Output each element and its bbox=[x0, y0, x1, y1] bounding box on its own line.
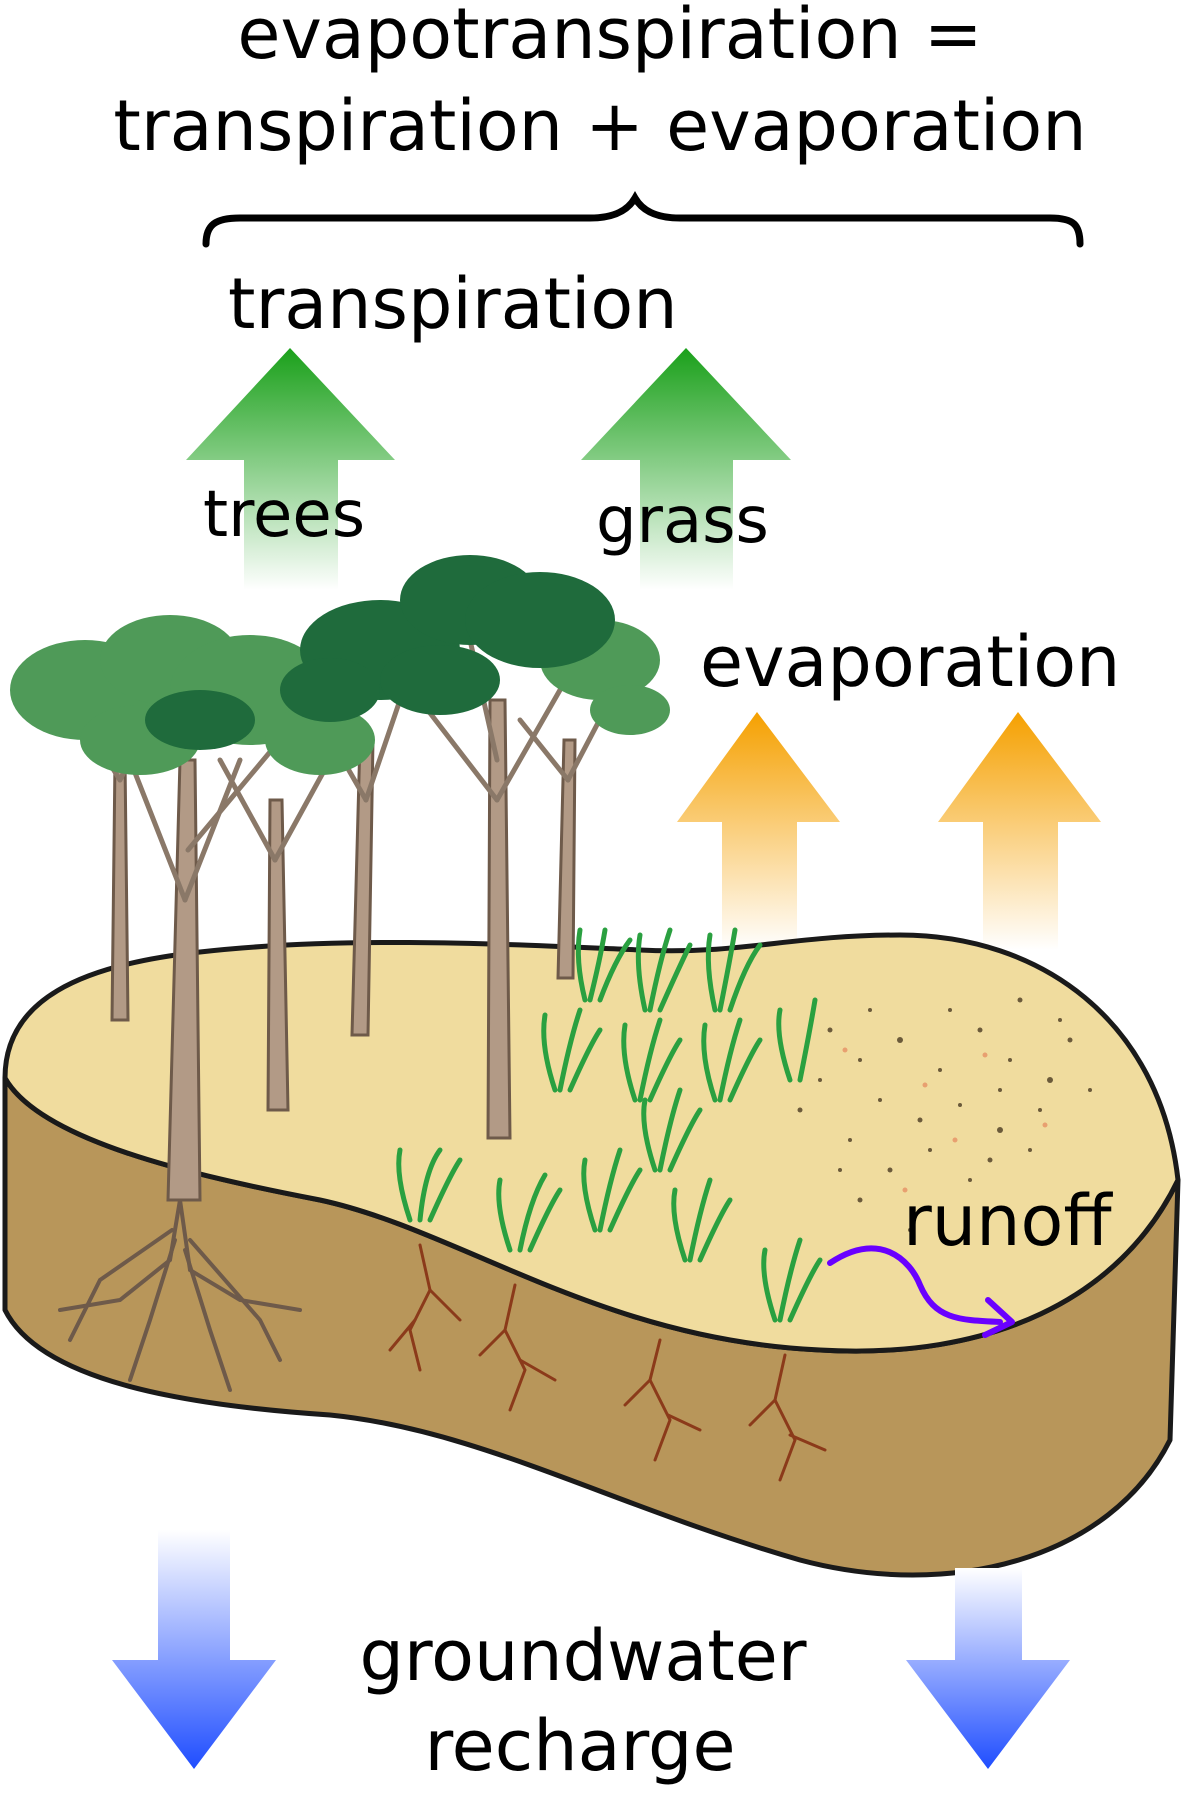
tree-trunk-3 bbox=[266, 798, 290, 1112]
tree-trunk-1 bbox=[110, 758, 130, 1022]
runoff-label: runoff bbox=[903, 1180, 1113, 1262]
sand-speckles bbox=[797, 997, 1092, 1232]
tree-trunk-6 bbox=[556, 738, 577, 980]
canopy-dark bbox=[145, 555, 615, 750]
runoff-arrow-icon bbox=[827, 1245, 1015, 1338]
groundwater-arrow-right-icon bbox=[906, 1568, 1070, 1769]
grass-tufts bbox=[396, 927, 823, 1323]
grass-transpiration-arrow-icon bbox=[581, 348, 791, 590]
evaporation-arrow-left-icon bbox=[677, 712, 840, 950]
groundwater-label-line-1: groundwater bbox=[359, 1615, 806, 1697]
tree-trunk-2 bbox=[166, 758, 202, 1202]
curly-brace-icon bbox=[202, 191, 1084, 248]
tree-trunk-5 bbox=[486, 698, 512, 1140]
trees-label: trees bbox=[203, 478, 365, 552]
groundwater-arrow-left-icon bbox=[112, 1530, 276, 1769]
soil-block bbox=[2, 932, 1181, 1578]
grass-roots bbox=[388, 1243, 827, 1482]
title-line-1: evapotranspiration = bbox=[237, 0, 982, 75]
trees-transpiration-arrow-icon bbox=[186, 348, 395, 590]
evaporation-label: evaporation bbox=[700, 621, 1120, 703]
soil-top bbox=[2, 932, 1181, 1354]
evaporation-arrow-right-icon bbox=[938, 712, 1101, 950]
tree-canopies bbox=[10, 555, 670, 775]
transpiration-label: transpiration bbox=[228, 263, 678, 345]
tree-roots bbox=[58, 1198, 302, 1392]
title-line-2: transpiration + evaporation bbox=[113, 85, 1086, 167]
groundwater-label-line-2: recharge bbox=[424, 1705, 735, 1787]
grass-label: grass bbox=[596, 484, 769, 558]
